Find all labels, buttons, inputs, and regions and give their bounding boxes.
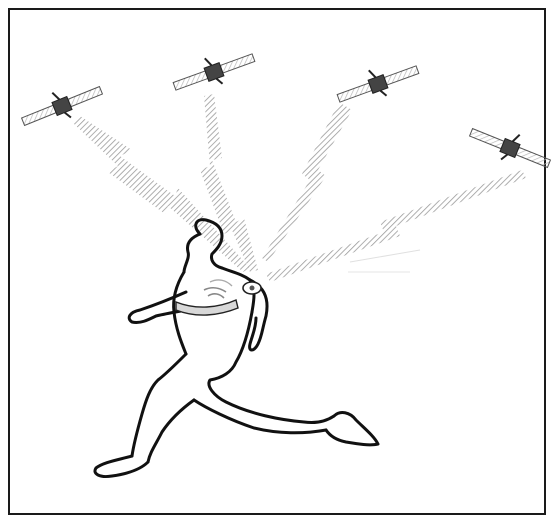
satellite-icon xyxy=(466,117,555,176)
satellite-icon xyxy=(169,43,258,100)
signal-beams xyxy=(72,94,526,282)
satellites xyxy=(17,43,555,177)
signal-beam xyxy=(262,104,352,262)
gps-receiver-icon xyxy=(243,282,261,294)
satellite-icon xyxy=(333,55,422,112)
heart-rate-chest-strap xyxy=(176,280,238,315)
signal-beam xyxy=(266,170,526,282)
